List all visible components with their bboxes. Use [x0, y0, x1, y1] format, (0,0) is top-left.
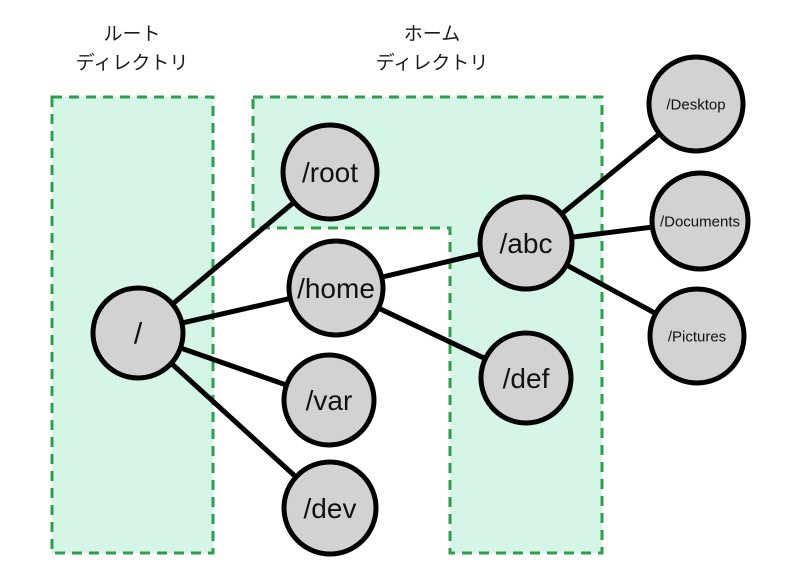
home-directory-label-line1: ホーム [404, 24, 460, 45]
node-label-dev: /dev [304, 493, 357, 524]
node-root [90, 285, 186, 381]
node-home [286, 238, 386, 338]
node-label-abc: /abc [500, 228, 553, 259]
root-directory-label-line1: ルート [103, 24, 160, 45]
node-label-def: /def [503, 363, 550, 394]
home-directory-label-line2: ディレクトリ [376, 52, 489, 74]
node-dev [281, 459, 379, 557]
node-def [478, 330, 574, 426]
node-label-var: /var [306, 385, 353, 416]
root-directory-label-line2: ディレクトリ [76, 52, 189, 74]
node-documents [649, 170, 751, 272]
node-label-desktop: /Desktop [666, 96, 725, 113]
node-label-pictures: /Pictures [668, 328, 726, 345]
node-slashroot [280, 122, 380, 222]
node-label-home: /home [297, 273, 375, 304]
node-label-documents: /Documents [660, 213, 740, 230]
nodes-layer: / /root/home/var/dev/abc/def/Desktop/Docu… [90, 54, 751, 557]
node-label-root: / [134, 318, 143, 351]
node-desktop [646, 54, 746, 154]
node-pictures [647, 286, 747, 386]
node-abc [477, 194, 575, 292]
node-var [281, 352, 377, 448]
node-label-slashroot: /root [302, 157, 358, 188]
